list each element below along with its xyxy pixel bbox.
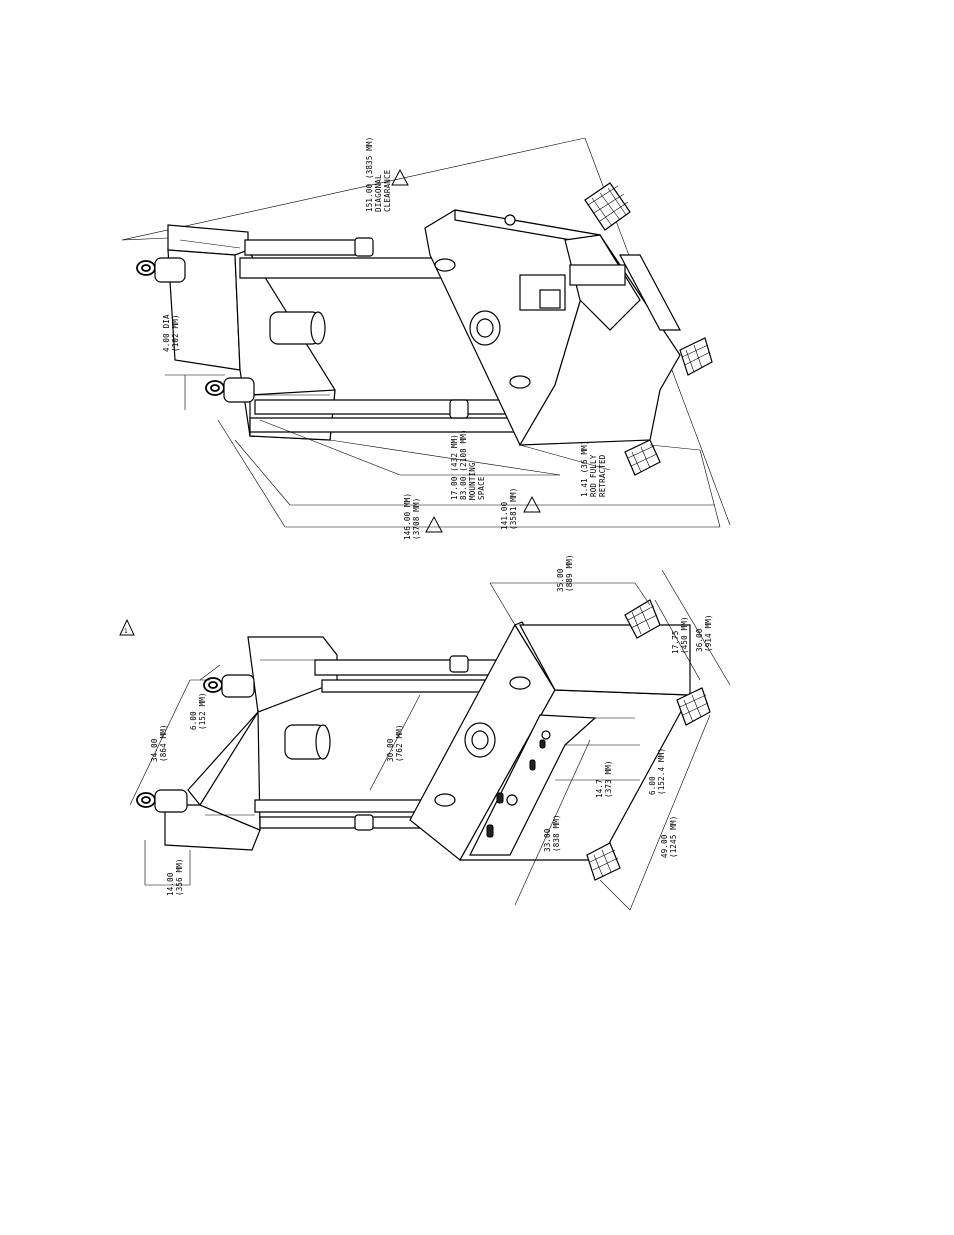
dim-fourteen7: 14.7 (373 MM) — [595, 760, 613, 798]
dim-dia-line2: (102 MM) — [171, 314, 180, 352]
dim-width-line1: 35.00 — [556, 568, 565, 592]
dim-six-b: 6.00 (152.4 MM) — [648, 748, 666, 795]
dim-rod-retracted: 1.41 (36 MM) ROD FULLY RETRACTED — [580, 440, 607, 497]
dim-base-a-line1: 17.75 — [671, 630, 680, 654]
dim-overall-height: 146.00 MM) (3708 MM) — [403, 493, 421, 540]
dim-fourteen7-line2: (373 MM) — [604, 760, 613, 798]
dim-thirtythree-line2: (838 MM) — [552, 814, 561, 852]
dim-six-b-line2: (152.4 MM) — [657, 748, 666, 795]
dim-six-b-line1: 6.00 — [648, 776, 657, 795]
dim-base-b-line1: 36.00 — [695, 628, 704, 652]
upper-view-drawing — [121, 137, 731, 528]
dim-height-line2: (3581 MM) — [509, 488, 518, 530]
dim-diagonal-clearance: 151.00 (3835 MM) DIAGONAL CLEARANCE — [365, 137, 392, 212]
dim-thirty-line1: 30.00 — [386, 738, 395, 762]
dim-rod-line1: 1.41 (36 MM) — [580, 440, 589, 497]
dim-diagonal-line2: DIAGONAL — [374, 174, 383, 212]
dim-fortynine: 49.00 (1245 MM) — [660, 816, 678, 858]
dim-mounting-line1: 17.00 (432 MM) — [450, 434, 459, 500]
note-marker-symbol: 1 — [124, 628, 128, 635]
dim-fourteen-line2: (356 MM) — [175, 858, 184, 896]
dim-base-depth-b: 36.00 (914 MM) — [695, 614, 713, 652]
dim-height-line1: 141.00 — [500, 501, 509, 530]
dim-rod-line3: RETRACTED — [598, 454, 607, 497]
dim-height: 141.00 (3581 MM) — [500, 488, 518, 530]
foot-pad-grid-upper — [587, 185, 711, 473]
note-marker: 1 — [119, 618, 135, 636]
dim-base-b-line2: (914 MM) — [704, 614, 713, 652]
dim-diagonal-line1: 151.00 (3835 MM) — [365, 137, 374, 212]
dim-diagonal-line3: CLEARANCE — [383, 169, 392, 212]
dim-six-a-line2: (152 MM) — [198, 692, 207, 730]
dim-mounting-line2: 83.00 (2108 MM) — [459, 429, 468, 500]
lower-view-drawing — [129, 569, 731, 911]
dim-six-a: 6.00 (152 MM) — [189, 692, 207, 730]
dim-thirtythree: 33.00 (838 MM) — [543, 814, 561, 852]
dim-fortynine-line2: (1245 MM) — [669, 816, 678, 858]
dim-thirty: 30.00 (762 MM) — [386, 724, 404, 762]
note-triangle-upper-3 — [425, 515, 443, 533]
dim-rod-line2: ROD FULLY — [589, 454, 598, 497]
foot-pad-grid-lower — [589, 605, 709, 878]
dim-width: 35.00 (889 MM) — [556, 554, 574, 592]
dim-mounting-line3: MOUNTING — [468, 462, 477, 500]
dim-fortynine-line1: 49.00 — [660, 834, 669, 858]
dim-dia-line1: 4.00 DIA — [162, 314, 171, 352]
dim-overall-line1: 146.00 MM) — [403, 493, 412, 540]
dim-top-width-line2: (864 MM) — [159, 724, 168, 762]
dim-width-line2: (889 MM) — [565, 554, 574, 592]
dim-fourteen: 14.00 (356 MM) — [166, 858, 184, 896]
dim-base-a-line2: (450 MM) — [680, 616, 689, 654]
dim-top-width-line1: 34.00 — [150, 738, 159, 762]
dim-mounting-space: 17.00 (432 MM) 83.00 (2108 MM) MOUNTING … — [450, 429, 486, 500]
dim-base-depth-a: 17.75 (450 MM) — [671, 616, 689, 654]
dim-overall-line2: (3708 MM) — [412, 498, 421, 540]
note-triangle-upper-1 — [391, 168, 409, 186]
dim-thirty-line2: (762 MM) — [395, 724, 404, 762]
dim-fourteen7-line1: 14.7 — [595, 779, 604, 798]
dim-fourteen-line1: 14.00 — [166, 872, 175, 896]
dim-ram-diameter: 4.00 DIA (102 MM) — [162, 314, 180, 352]
dim-thirtythree-line1: 33.00 — [543, 828, 552, 852]
note-triangle-upper-2 — [523, 495, 541, 513]
dim-mounting-line4: SPACE — [477, 476, 486, 500]
dim-top-width: 34.00 (864 MM) — [150, 724, 168, 762]
dim-six-a-line1: 6.00 — [189, 711, 198, 730]
